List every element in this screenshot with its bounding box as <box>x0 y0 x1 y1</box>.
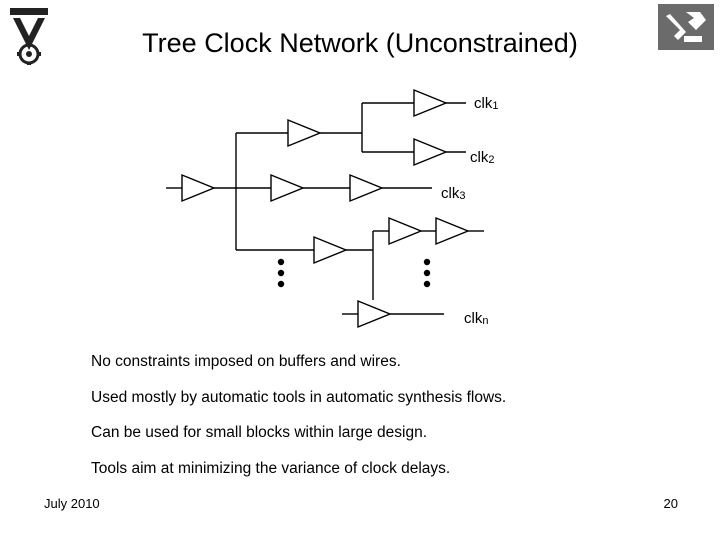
buffer-mid-1 <box>270 173 305 203</box>
ellipsis-dots-right <box>423 258 431 288</box>
page-title: Tree Clock Network (Unconstrained) <box>142 28 578 58</box>
buffer-clk2 <box>413 137 448 167</box>
buffer-clk1 <box>413 88 448 118</box>
technion-emblem-icon <box>10 8 48 65</box>
label-clkn: clkn <box>464 310 488 327</box>
buffer-mid-2 <box>349 173 384 203</box>
bullet-item: Tools aim at minimizing the variance of … <box>91 459 451 477</box>
tree-clock-diagram: clk1 clk2 clk3 clkn <box>166 88 498 329</box>
footer-date: July 2010 <box>44 496 100 511</box>
buffer-lower-b <box>435 216 470 246</box>
bullet-item: Can be used for small blocks within larg… <box>91 424 428 441</box>
bullet-item: Used mostly by automatic tools in automa… <box>91 388 507 406</box>
buffer-lower-a <box>388 216 423 246</box>
faculty-emblem-icon <box>658 4 714 50</box>
ellipsis-dots-left <box>277 258 285 288</box>
bullet-list: No constraints imposed on buffers and wi… <box>91 352 691 494</box>
buffer-root <box>181 173 216 203</box>
label-clk3: clk3 <box>441 185 465 202</box>
buffer-clkn <box>357 299 392 329</box>
page-number: 20 <box>663 496 678 511</box>
buffer-lower <box>313 235 348 265</box>
buffer-upper <box>287 118 322 148</box>
label-clk2: clk2 <box>470 149 494 166</box>
label-clk1: clk1 <box>474 95 498 112</box>
bullet-item: No constraints imposed on buffers and wi… <box>91 353 401 370</box>
